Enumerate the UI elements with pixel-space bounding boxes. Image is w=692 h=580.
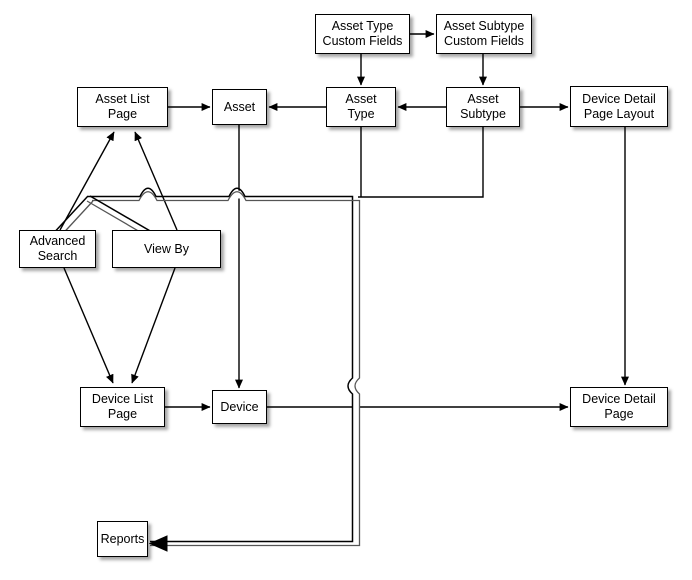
node-label: Asset Type xyxy=(345,92,377,121)
node-label: Asset xyxy=(223,99,256,114)
node-label: Device Detail Page xyxy=(582,392,656,421)
node-label: Reports xyxy=(100,531,145,546)
edge-advanced-search-to-asset-list-page xyxy=(59,131,115,231)
node-reports[interactable]: Reports xyxy=(97,521,148,557)
node-label: Device xyxy=(220,399,259,414)
edge-view-by-to-asset-list-page xyxy=(134,131,178,231)
node-view-by[interactable]: View By xyxy=(112,230,221,268)
node-asset-list-page[interactable]: Asset List Page xyxy=(77,87,168,127)
node-label: Device List Page xyxy=(91,392,154,421)
node-asset-subtype[interactable]: Asset Subtype xyxy=(446,87,520,127)
node-device-list-page[interactable]: Device List Page xyxy=(80,387,165,427)
edge-asset-subtype-down-left xyxy=(358,127,484,198)
node-device[interactable]: Device xyxy=(212,390,267,424)
edge-advanced-search-to-device-list-page xyxy=(63,267,114,384)
bus-rail-inner xyxy=(92,191,361,547)
node-label: Asset List Page xyxy=(95,92,150,121)
node-device-detail-page[interactable]: Device Detail Page xyxy=(570,387,668,427)
node-label: Asset Type Custom Fields xyxy=(322,19,403,48)
node-label: View By xyxy=(144,241,189,256)
bus-rail-outer xyxy=(88,187,354,543)
node-device-detail-page-layout[interactable]: Device Detail Page Layout xyxy=(570,86,668,127)
bus-arrow-reports xyxy=(148,535,168,552)
node-asset-type-custom-fields[interactable]: Asset Type Custom Fields xyxy=(315,14,410,54)
node-asset[interactable]: Asset xyxy=(212,89,267,125)
edge-view-by-to-device-list-page xyxy=(131,267,176,384)
node-label: Asset Subtype Custom Fields xyxy=(443,19,525,48)
node-label: Asset Subtype xyxy=(460,92,506,121)
node-advanced-search[interactable]: Advanced Search xyxy=(19,230,96,268)
node-label: Device Detail Page Layout xyxy=(582,91,656,121)
node-asset-type[interactable]: Asset Type xyxy=(326,87,396,127)
node-label: Advanced Search xyxy=(29,234,86,263)
node-asset-subtype-custom-fields[interactable]: Asset Subtype Custom Fields xyxy=(436,14,532,54)
